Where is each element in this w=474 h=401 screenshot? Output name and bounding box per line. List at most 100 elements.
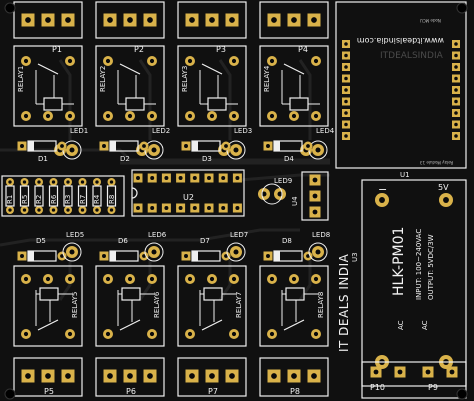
nodemcu-pin <box>342 86 350 94</box>
solder-pad <box>229 274 239 284</box>
nodemcu-pin <box>452 51 460 60</box>
ic-pin <box>161 173 171 183</box>
resistor-label: R4 <box>93 194 101 204</box>
ic-pin <box>204 203 214 213</box>
terminal-pad <box>21 369 35 383</box>
terminal-pad <box>205 369 219 383</box>
module-ref-label: Node MCU <box>420 18 441 23</box>
diode-pad <box>221 141 231 151</box>
solder-pad <box>267 111 277 121</box>
copper-trace <box>218 260 232 301</box>
module-note-label: Relay Module 13 <box>420 160 454 165</box>
solder-pad <box>107 178 116 186</box>
hlk-ac-right-label: AC <box>421 320 429 330</box>
solder-pad <box>229 329 239 339</box>
solder-pad <box>147 274 157 284</box>
solder-pad <box>147 56 157 66</box>
led-pad <box>274 188 286 200</box>
solder-pad <box>65 56 75 66</box>
resistor-outline <box>5 185 15 207</box>
nodemcu-pin <box>342 109 350 117</box>
diode-pad <box>181 251 191 261</box>
solder-pad <box>49 206 58 214</box>
relay-label: RELAY8 <box>317 291 325 318</box>
power-terminal-label: P8 <box>290 387 300 396</box>
terminal-pad <box>185 13 199 27</box>
terminal-pad <box>307 369 321 383</box>
solder-pad <box>125 274 135 284</box>
solder-pad <box>20 206 29 214</box>
resistor-label: R1 <box>6 194 14 204</box>
led-label: LED4 <box>316 127 335 135</box>
relay-outline-3 <box>177 45 247 127</box>
resistor-label: R3 <box>64 194 72 204</box>
solder-pad <box>185 111 195 121</box>
nodemcu-pin <box>342 63 350 71</box>
nodemcu-pin <box>452 132 460 140</box>
terminal-pad <box>287 13 301 27</box>
resistor-label: R6 <box>49 194 58 204</box>
power-terminal-label: P2 <box>134 45 144 54</box>
diode-pad <box>263 251 273 261</box>
solder-pad <box>103 274 113 284</box>
diode-pad <box>17 141 27 151</box>
solder-pad <box>6 206 14 214</box>
relay-label: RELAY1 <box>17 65 25 92</box>
hlk-pin <box>439 193 453 207</box>
solder-pad <box>65 329 75 339</box>
terminal-pad <box>225 13 239 27</box>
ic-u2-outline <box>131 169 245 217</box>
ic-pin <box>147 203 157 213</box>
solder-pad <box>267 56 277 66</box>
terminal-block-p4 <box>259 1 329 39</box>
nodemcu-pin <box>452 74 460 83</box>
nodemcu-pin <box>342 132 350 140</box>
ic-u3-label: U3 <box>351 252 359 262</box>
led-pad <box>230 144 242 156</box>
nodemcu-pin <box>342 97 350 106</box>
copper-trace <box>298 59 312 140</box>
ic-pin <box>133 203 143 213</box>
relay-label: RELAY5 <box>71 291 79 318</box>
nodemcu-pin <box>452 109 460 117</box>
resistor-outline <box>92 185 102 207</box>
diode-label: D8 <box>282 237 292 245</box>
relay-outline-2 <box>95 45 165 127</box>
terminal-pad <box>143 369 157 383</box>
relay-outline-7 <box>177 265 247 347</box>
diode-label: D6 <box>118 237 128 245</box>
terminal-pad <box>103 13 117 27</box>
solder-pad <box>147 329 157 339</box>
led-label: LED5 <box>66 231 85 239</box>
terminal-pad <box>287 369 301 383</box>
ic-u4-outline <box>301 171 329 221</box>
terminal-pad <box>205 13 219 27</box>
diode-label: D7 <box>200 237 210 245</box>
nodemcu-pin <box>342 74 350 83</box>
solder-pad <box>78 206 87 214</box>
nodemcu-pin <box>452 86 460 94</box>
hlk-name-label: HLK-PM01 <box>391 226 407 296</box>
solder-pad <box>49 178 58 186</box>
hlk-pin <box>375 193 389 207</box>
ic-pin <box>190 173 200 183</box>
solder-pad <box>289 274 299 284</box>
terminal-pad <box>446 366 458 378</box>
mounting-hole <box>4 2 16 14</box>
solder-pad <box>229 111 239 121</box>
ic-u4-label: U4 <box>291 196 299 206</box>
solder-pad <box>6 178 14 186</box>
diode-band <box>274 251 280 261</box>
led-label: LED6 <box>148 231 167 239</box>
nodemcu-pin <box>342 120 350 129</box>
solder-pad <box>21 329 31 339</box>
solder-pad <box>93 206 101 214</box>
resistor-label: R8 <box>107 194 116 204</box>
copper-trace <box>0 228 300 247</box>
solder-pad <box>43 111 53 121</box>
diode-band <box>110 141 116 151</box>
solder-pad <box>185 329 195 339</box>
solder-pad <box>267 329 277 339</box>
hlk-ac-left-label: AC <box>397 320 405 330</box>
hlk-minus-label: − <box>378 183 388 196</box>
